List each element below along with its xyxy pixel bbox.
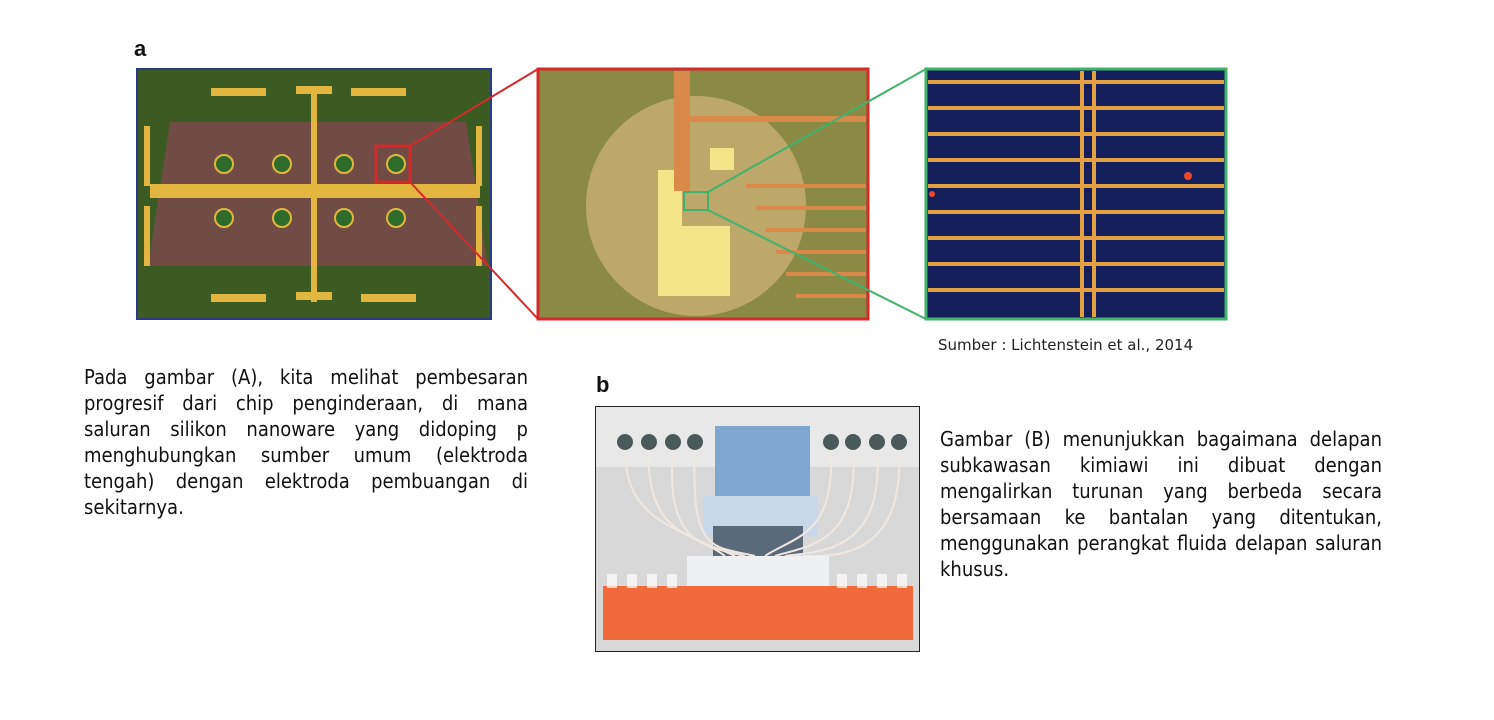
panel-b-label: b	[596, 372, 610, 397]
panel-a-figure	[136, 67, 1228, 321]
caption-right: Gambar (B) menunjukkan bagaimana delapan…	[940, 427, 1382, 581]
chip-micrograph	[136, 68, 492, 320]
caption-left: Pada gambar (A), kita melihat pembesaran…	[84, 365, 528, 519]
fluidic-device-photo	[595, 406, 920, 652]
nanowire-micrograph	[924, 67, 1228, 321]
source-citation: Sumber : Lichtenstein et al., 2014	[938, 336, 1194, 354]
panel-a-label: a	[134, 36, 147, 61]
pad-zoom-micrograph	[536, 67, 870, 321]
